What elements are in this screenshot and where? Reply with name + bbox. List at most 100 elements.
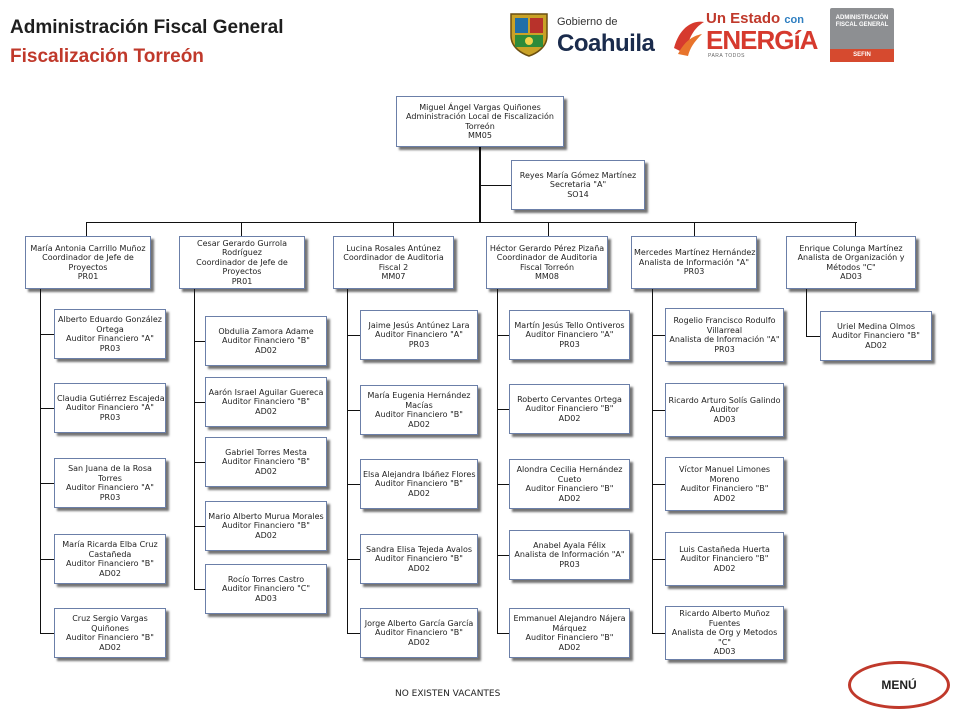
position-text: SO14 [567,189,589,199]
position-text: Rodríguez [222,248,262,258]
position-text: AD02 [865,340,887,350]
column-spine-line [652,289,653,633]
gobierno-coahuila-logo: Gobierno de Coahuila [557,16,655,57]
position-text: Auditor Financiero "B" [375,410,463,419]
position-text: Emmanuel Alejandro Nájera [513,614,626,623]
position-text: AD02 [408,488,430,498]
position-text: Auditor Financiero "A" [375,330,463,340]
position-text: Analista de Información "A" [514,550,625,560]
vacancies-note: NO EXISTEN VACANTES [395,689,501,699]
position-text: Gabriel Torres Mesta [225,447,307,457]
staff-link-line [347,559,360,560]
position-text: Auditor [709,405,740,415]
head-drop-line [855,222,856,236]
position-text: Auditor Financiero "B" [680,484,769,493]
coahuila-seal-logo [505,10,553,58]
staff-link-line [497,633,509,634]
position-text: Auditor Financiero "B" [375,554,463,564]
menu-button[interactable]: MENÚ [848,661,950,709]
position-text: PR03 [683,267,705,277]
position-text: PR03 [559,559,580,569]
position-text: AD02 [255,345,277,355]
position-text: AD02 [408,637,430,647]
position-text: Cueto [557,474,582,484]
position-text: AD02 [99,642,121,652]
position-text: AD02 [255,406,277,416]
position-text: Moreno [709,474,740,484]
position-text: AD02 [713,563,736,573]
position-text: Auditor Financiero "B" [525,633,614,642]
position-text: PR03 [99,492,121,502]
estado-energia-logo: Un Estado con ENERGíA PARA TODOS [672,8,822,60]
staff-link-line [40,408,54,409]
position-text: AD02 [408,419,430,429]
staff-link-line [40,334,54,335]
secretary-link-line [480,185,511,186]
position-text: Obdulia Zamora Adame [218,326,314,336]
position-text: Fiscal Torreón [519,262,575,272]
staff-link-line [194,402,205,403]
position-text: Alondra Cecilia Hernández [516,465,623,474]
position-text: Castañeda [88,549,132,559]
position-text: PR01 [77,272,99,281]
staff-link-line [347,484,360,485]
position-text: Alberto Eduardo González [58,315,162,324]
position-text: Aarón Israel Aguilar Guereca [208,387,324,397]
column-spine-line [194,289,195,589]
head-drop-line [86,222,87,236]
position-text: Mario Alberto Murua Morales [208,511,324,521]
staff-link-line [40,483,54,484]
staff-link-line [652,335,665,336]
column-spine-line [806,289,807,336]
position-text: Analista de Org y Metodos [671,628,778,638]
staff-link-line [40,633,54,634]
position-text: Auditor Financiero "B" [680,554,769,564]
position-text: Auditor Financiero "B" [66,633,154,642]
position-text: Ricardo Alberto Muñoz [679,609,770,619]
page-subtitle: Fiscalización Torreón [10,46,204,67]
staff-link-line [652,633,665,634]
position-text: Macías [405,400,433,410]
position-text: Cesar Gerardo Gurrola [197,238,287,248]
position-text: Coordinador de Auditoria [343,253,444,262]
position-text: Villarreal [706,325,743,335]
position-text: PR03 [99,343,121,353]
position-text: Elsa Alejandra Ibáñez Flores [363,469,476,479]
position-text: Coordinador de Jefe de [42,253,134,262]
position-text: Sandra Elisa Tejeda Avalos [365,544,473,554]
position-text: PR03 [559,339,580,349]
position-text: AD03 [840,272,862,281]
position-text: Mercedes Martínez Hernández [634,248,756,258]
position-text: Secretaria "A" [549,180,607,190]
position-text: Coordinador de Jefe de [196,257,288,267]
position-text: Auditor Financiero "B" [832,331,920,341]
position-text: Proyectos [222,267,262,277]
position-text: Roberto Cervantes Ortega [517,394,622,404]
position-text: PR03 [99,412,121,422]
heads-bus-line [86,222,857,223]
position-text: Auditor Financiero "B" [222,397,310,407]
position-text: AD03 [713,414,736,424]
head-drop-line [548,222,549,236]
position-text: Coordinador de Auditoria [496,253,598,262]
position-text: PR03 [408,339,430,349]
position-text: Ricardo Arturo Solís Galindo [668,395,781,405]
position-text: Héctor Gerardo Pérez Pizaña [489,243,605,253]
